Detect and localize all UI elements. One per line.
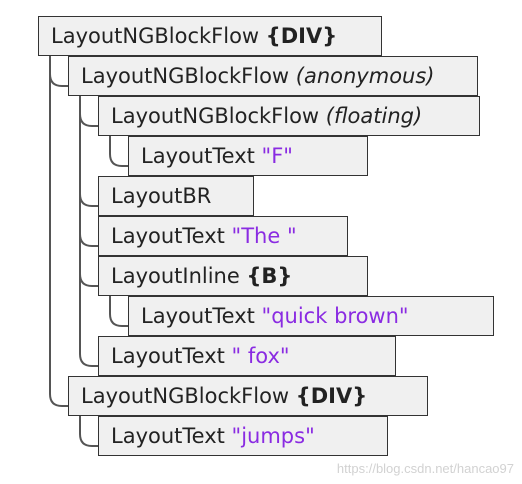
- node-tag: {B}: [246, 264, 293, 288]
- connector-line: [79, 96, 98, 247]
- tree-node-second-div: LayoutNGBlockFlow {DIV}: [68, 376, 428, 416]
- tree-node-text-f: LayoutText "F": [128, 136, 368, 176]
- connector-line: [79, 416, 98, 447]
- tree-node-text-quick-brown: LayoutText "quick brown": [128, 296, 494, 336]
- connector-line: [79, 96, 98, 367]
- node-label: LayoutNGBlockFlow: [111, 104, 326, 128]
- node-label: LayoutText: [111, 224, 232, 248]
- tree-node-text-jumps: LayoutText "jumps": [98, 416, 388, 456]
- node-tag: {DIV}: [295, 384, 368, 408]
- connector-line: [49, 56, 68, 87]
- watermark: https://blog.csdn.net/hancao97: [336, 461, 514, 476]
- node-label: LayoutNGBlockFlow: [51, 24, 266, 48]
- connector-line: [79, 96, 98, 287]
- connector-line: [79, 96, 98, 207]
- tree-node-floating-block: LayoutNGBlockFlow (floating): [98, 96, 480, 136]
- node-annotation: (floating): [325, 104, 423, 128]
- tree-node-br: LayoutBR: [98, 176, 254, 216]
- node-label: LayoutText: [111, 424, 232, 448]
- node-string: "F": [261, 144, 293, 168]
- node-label: LayoutNGBlockFlow: [81, 384, 296, 408]
- tree-node-text-fox: LayoutText " fox": [98, 336, 396, 376]
- node-label: LayoutText: [141, 144, 262, 168]
- connector-lines: [49, 56, 128, 447]
- connector-line: [109, 296, 128, 327]
- node-label: LayoutBR: [111, 184, 212, 208]
- node-tag: {DIV}: [265, 24, 338, 48]
- tree-node-root-div: LayoutNGBlockFlow {DIV}: [38, 16, 382, 56]
- tree-node-text-the: LayoutText "The ": [98, 216, 348, 256]
- tree-node-anonymous-block: LayoutNGBlockFlow (anonymous): [68, 56, 478, 96]
- node-string: " fox": [231, 344, 290, 368]
- node-label: LayoutNGBlockFlow: [81, 64, 296, 88]
- node-annotation: (anonymous): [295, 64, 435, 88]
- connector-line: [109, 136, 128, 167]
- node-string: "The ": [231, 224, 297, 248]
- node-string: "quick brown": [261, 304, 409, 328]
- node-label: LayoutText: [111, 344, 232, 368]
- connector-line: [49, 56, 68, 407]
- connector-line: [79, 96, 98, 127]
- tree-node-inline-b: LayoutInline {B}: [98, 256, 368, 296]
- node-label: LayoutText: [141, 304, 262, 328]
- node-label: LayoutInline: [111, 264, 247, 288]
- node-string: "jumps": [231, 424, 315, 448]
